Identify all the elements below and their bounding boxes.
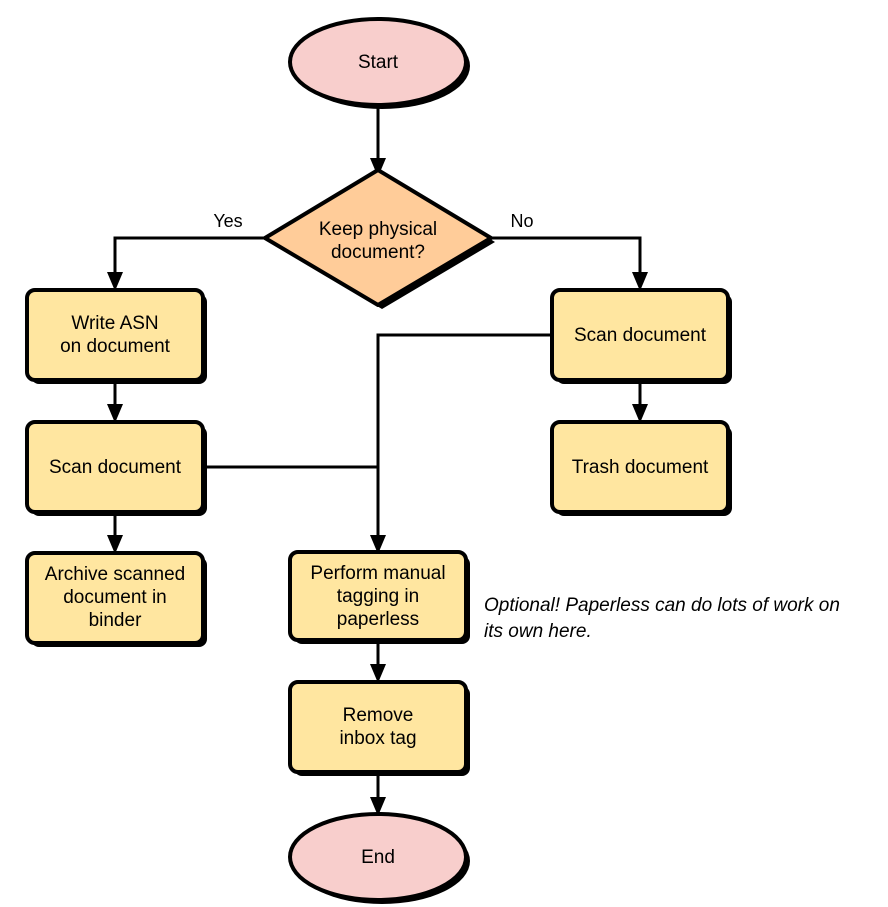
edge-scanright-to-tagging [376,333,552,541]
node-remove-inbox-tag[interactable]: Remove inbox tag [288,680,470,776]
annotation-optional-note: Optional! Paperless can do lots of work … [484,595,840,642]
manual-tagging-label-line1: Perform manual [310,563,445,584]
arrowhead-scanleft-to-archive [107,535,123,554]
node-archive-scanned-document[interactable]: Archive scanned document in binder [25,551,207,647]
node-scan-document-right[interactable]: Scan document [550,288,732,384]
node-perform-manual-tagging[interactable]: Perform manual tagging in paperless [288,550,470,644]
write-asn-label-line2: on document [60,336,171,357]
arrowhead-start-to-decision [370,158,386,177]
node-write-asn-on-document[interactable]: Write ASN on document [25,288,207,384]
arrowhead-decision-yes [107,272,123,291]
decision-diamond [263,168,493,307]
manual-tagging-label-line3: paperless [337,609,419,630]
start-ellipse [288,17,468,107]
annotation-line1: Optional! Paperless can do lots of work … [484,595,840,616]
remove-inbox-box [288,680,468,774]
edge-decision-no [491,236,642,278]
scan-left-box [25,420,205,514]
write-asn-label-line1: Write ASN [71,313,158,334]
end-label: End [361,847,395,868]
start-label: Start [358,52,399,73]
manual-tagging-label-line2: tagging in [337,586,419,607]
annotation-line2: its own here. [484,621,592,642]
archive-label-line1: Archive scanned [45,564,185,585]
write-asn-box [25,288,205,382]
manual-tagging-box [288,550,468,642]
archive-label-line2: document in [63,587,167,608]
remove-inbox-label-line1: Remove [343,705,414,726]
end-ellipse [288,812,468,902]
node-scan-document-left[interactable]: Scan document [25,420,207,516]
scan-left-label: Scan document [49,457,182,478]
arrowhead-tagging-to-removeinbox [370,664,386,683]
edge-decision-yes [113,236,265,278]
remove-inbox-label-line2: inbox tag [339,728,416,749]
arrowhead-scanright-to-tagging [370,535,386,554]
archive-label-line3: binder [89,610,142,631]
scan-right-box [550,288,730,382]
node-end[interactable]: End [288,812,470,904]
decision-label-line2: document? [331,242,425,263]
node-trash-document[interactable]: Trash document [550,420,732,516]
trash-box [550,420,730,514]
edge-label-yes: Yes [213,211,242,231]
arrowhead-writeasn-to-scanleft [107,404,123,423]
node-decision-keep-physical-document[interactable]: Keep physical document? [263,168,495,309]
trash-label: Trash document [572,457,709,478]
connectors [107,104,648,816]
archive-box [25,551,205,645]
arrowhead-removeinbox-to-end [370,797,386,816]
scan-right-label: Scan document [574,325,707,346]
arrowhead-scanright-to-trash [632,404,648,423]
arrowhead-decision-no [632,272,648,291]
node-start[interactable]: Start [288,17,470,109]
edge-label-no: No [510,211,533,231]
decision-label-line1: Keep physical [319,219,437,240]
